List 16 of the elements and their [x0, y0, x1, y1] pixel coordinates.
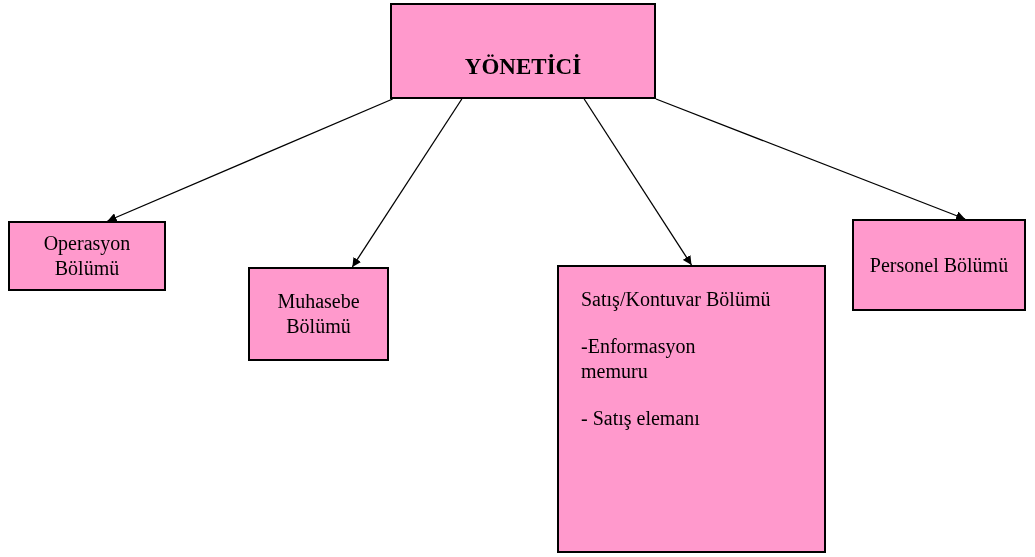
- arrow: [583, 98, 693, 266]
- arrow: [106, 98, 394, 222]
- node-label: Personel Bölümü: [869, 252, 1009, 278]
- department-box: [8, 221, 166, 291]
- manager-box: [390, 3, 656, 99]
- list-item: - Satış elemanı: [581, 406, 701, 431]
- arrow: [351, 98, 463, 268]
- node-label: Operasyon Bölümü: [42, 231, 132, 281]
- list-item: -Enformasyon memuru: [581, 334, 697, 384]
- node-label: Muhasebe Bölümü: [276, 289, 361, 339]
- department-box: [852, 219, 1026, 311]
- department-box: [248, 267, 389, 361]
- node-label: Satış/Kontuvar Bölümü: [581, 287, 772, 312]
- node-title: YÖNETİCİ: [464, 54, 582, 79]
- arrow: [655, 98, 966, 220]
- department-box: [557, 265, 826, 553]
